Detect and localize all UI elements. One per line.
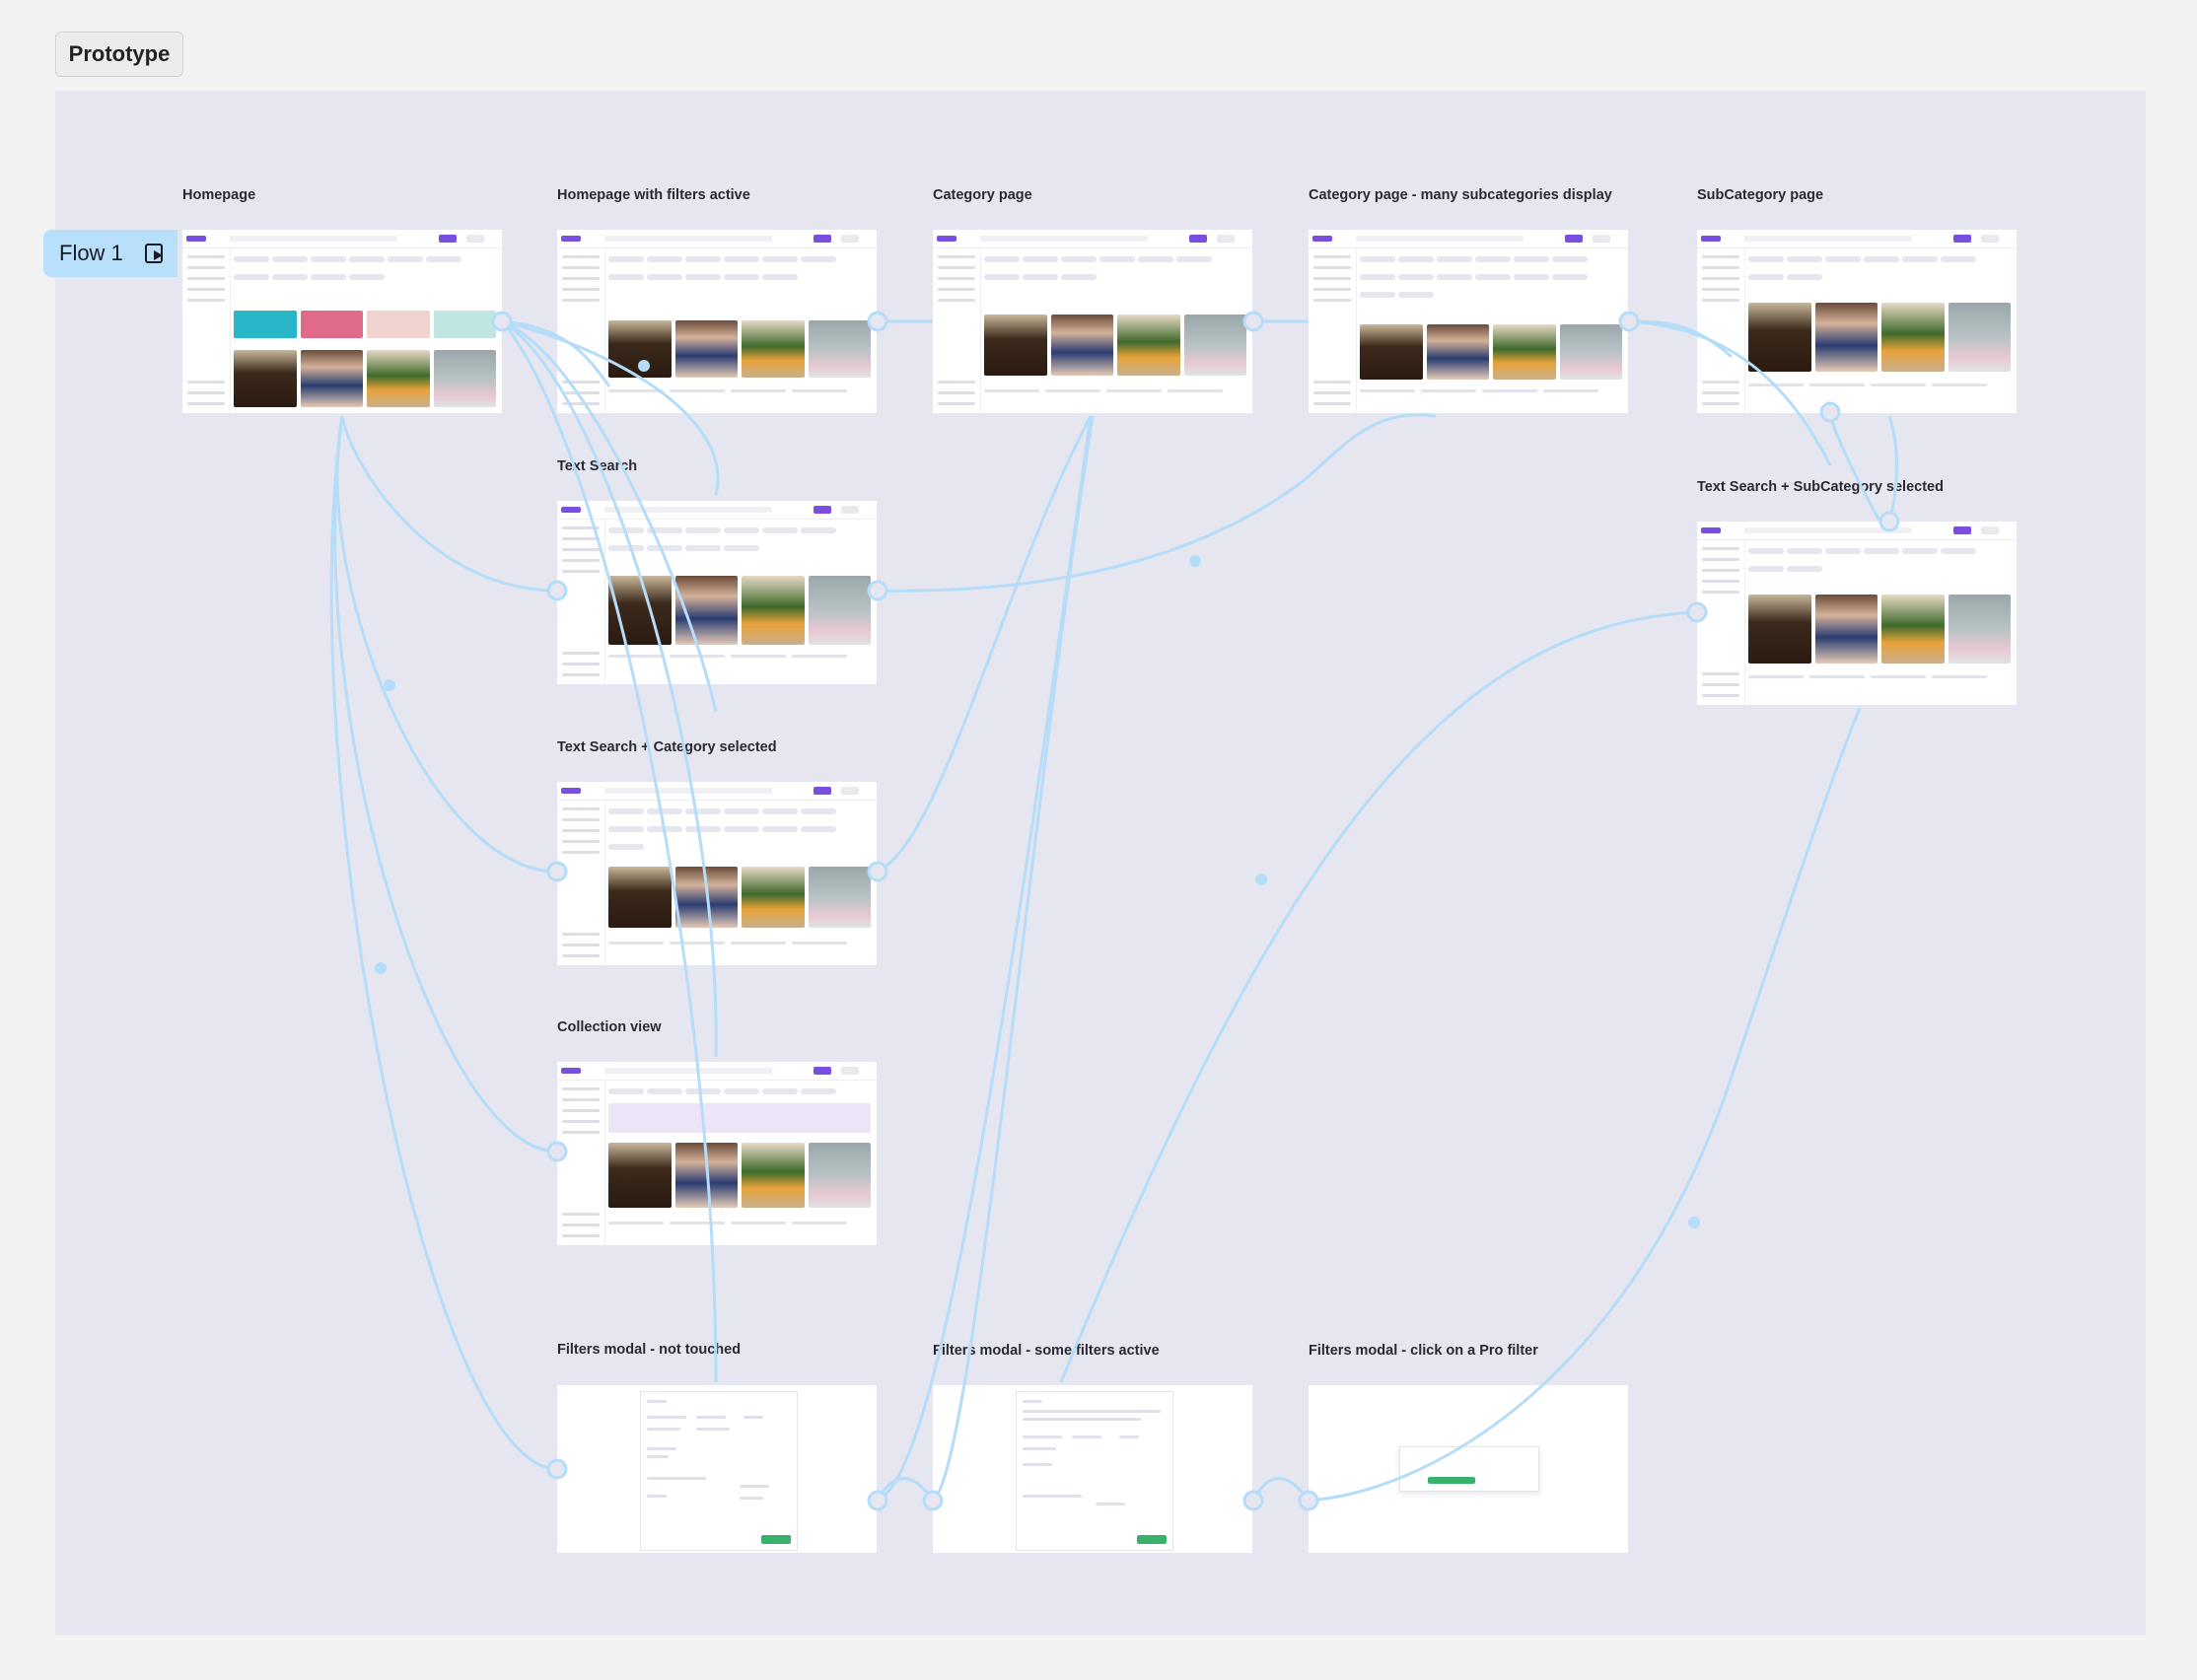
prototype-page-tab[interactable]: Prototype	[55, 32, 183, 77]
play-icon[interactable]	[144, 242, 168, 265]
frame-collection[interactable]	[557, 1062, 877, 1245]
flow-start-badge[interactable]: Flow 1	[43, 230, 177, 277]
frame-label-filters-untouched: Filters modal - not touched	[557, 1342, 742, 1358]
frame-label-homepage: Homepage	[182, 187, 256, 203]
frame-label-collection: Collection view	[557, 1019, 662, 1035]
connector-waypoints	[375, 360, 1700, 1228]
frame-filters-untouched[interactable]	[557, 1385, 877, 1553]
frame-label-text-search-category: Text Search + Category selected	[557, 739, 777, 755]
frame-label-category: Category page	[933, 187, 1032, 203]
frame-homepage[interactable]	[182, 230, 502, 413]
frame-subcategory[interactable]	[1697, 230, 2017, 413]
flow-label: Flow 1	[59, 241, 123, 265]
connector-nodes	[491, 311, 1900, 1511]
frame-filters-some[interactable]	[933, 1385, 1252, 1553]
prototype-connectors	[329, 311, 1900, 1511]
frame-label-homepage-filters: Homepage with filters active	[557, 187, 750, 203]
frame-label-filters-some: Filters modal - some filters active	[933, 1343, 1160, 1359]
frame-label-category-many: Category page - many subcategories displ…	[1309, 187, 1612, 203]
frame-label-text-search: Text Search	[557, 458, 638, 474]
frame-filters-pro[interactable]	[1309, 1385, 1628, 1553]
frame-homepage-filters[interactable]	[557, 230, 877, 413]
frame-category[interactable]	[933, 230, 1252, 413]
connector-lines	[329, 319, 1898, 1503]
frame-category-many[interactable]	[1309, 230, 1628, 413]
frame-text-search-category[interactable]	[557, 782, 877, 965]
frame-label-subcategory: SubCategory page	[1697, 187, 1824, 203]
frame-label-text-search-subcategory: Text Search + SubCategory selected	[1697, 479, 1944, 495]
frame-label-filters-pro: Filters modal - click on a Pro filter	[1309, 1343, 1538, 1359]
frame-text-search[interactable]	[557, 501, 877, 684]
frame-text-search-subcategory[interactable]	[1697, 522, 2017, 705]
prototype-canvas[interactable]: Homepage Homepage with filters active Ca…	[55, 91, 2146, 1635]
